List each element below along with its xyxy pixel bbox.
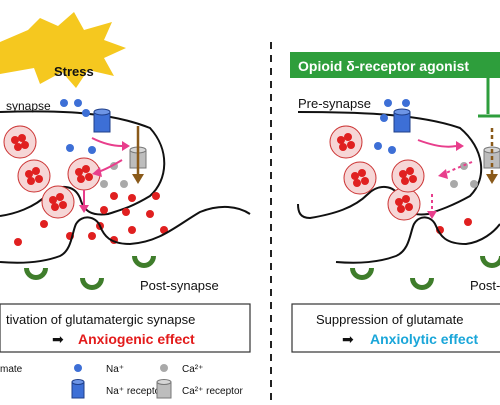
right-presynapse-label: Pre-synapse [298,96,371,111]
vesicle [3,125,37,159]
legend-ca-receptor-swatch [156,379,172,399]
right-postsynaptic-receptors [350,256,500,290]
anxiogenic-effect-label: Anxiogenic effect [78,331,195,347]
legend-na-swatch [74,364,82,372]
na-ions [60,99,96,154]
vesicle [41,185,75,219]
right-ca-influx-arrow [486,128,498,184]
vesicle [17,159,51,193]
right-panel: Opioid δ-receptor agonist Pre-synapse [290,52,500,353]
stress-burst [0,12,126,88]
postsynaptic-receptors [24,256,156,290]
right-na-receptor-channel [393,108,411,133]
agonist-label: Opioid δ-receptor agonist [298,58,469,74]
na-receptor-channel [93,108,111,133]
right-signal-arrows [417,139,473,212]
anxiolytic-effect-label: Anxiolytic effect [370,331,478,347]
right-na-ions [374,99,410,154]
right-result-line1: Suppression of glutamate [316,312,463,327]
inhibition-bar [478,78,500,118]
presynapse-label: synapse [6,99,51,113]
legend: mate Na⁺ Ca²⁺ Na⁺ receptor Ca²⁺ receptor [0,364,244,399]
legend-ca-receptor-label: Ca²⁺ receptor [182,386,244,397]
right-presynaptic-membrane [297,111,483,220]
postsynaptic-membrane [0,206,251,264]
right-result-arrow: ➡ [342,332,354,348]
left-panel: Stress synapse [0,12,251,353]
right-result-box [291,303,500,353]
right-released-glutamate [436,218,472,234]
legend-na-receptor-swatch [71,379,85,399]
agonist-box [290,52,500,78]
synaptic-vesicles [3,125,101,219]
ca-influx-arrow [132,126,144,184]
right-postsynaptic-membrane [335,216,500,264]
left-result-line1: tivation of glutamatergic synapse [6,312,195,327]
legend-ca-swatch [160,364,168,372]
ca-ions [100,162,128,188]
released-glutamate [14,192,168,246]
left-result-box [0,303,251,353]
left-result-arrow: ➡ [52,332,64,348]
legend-na-label: Na⁺ [106,364,124,375]
legend-glutamate-label: mate [0,364,23,375]
legend-ca-label: Ca²⁺ [182,364,203,375]
right-synaptic-vesicles [329,125,425,221]
right-postsynapse-label: Post- [470,278,500,293]
stress-label: Stress [54,64,94,79]
postsynapse-label: Post-synapse [140,278,219,293]
glutamate-cluster [11,134,93,211]
legend-na-receptor-label: Na⁺ receptor [106,386,164,397]
